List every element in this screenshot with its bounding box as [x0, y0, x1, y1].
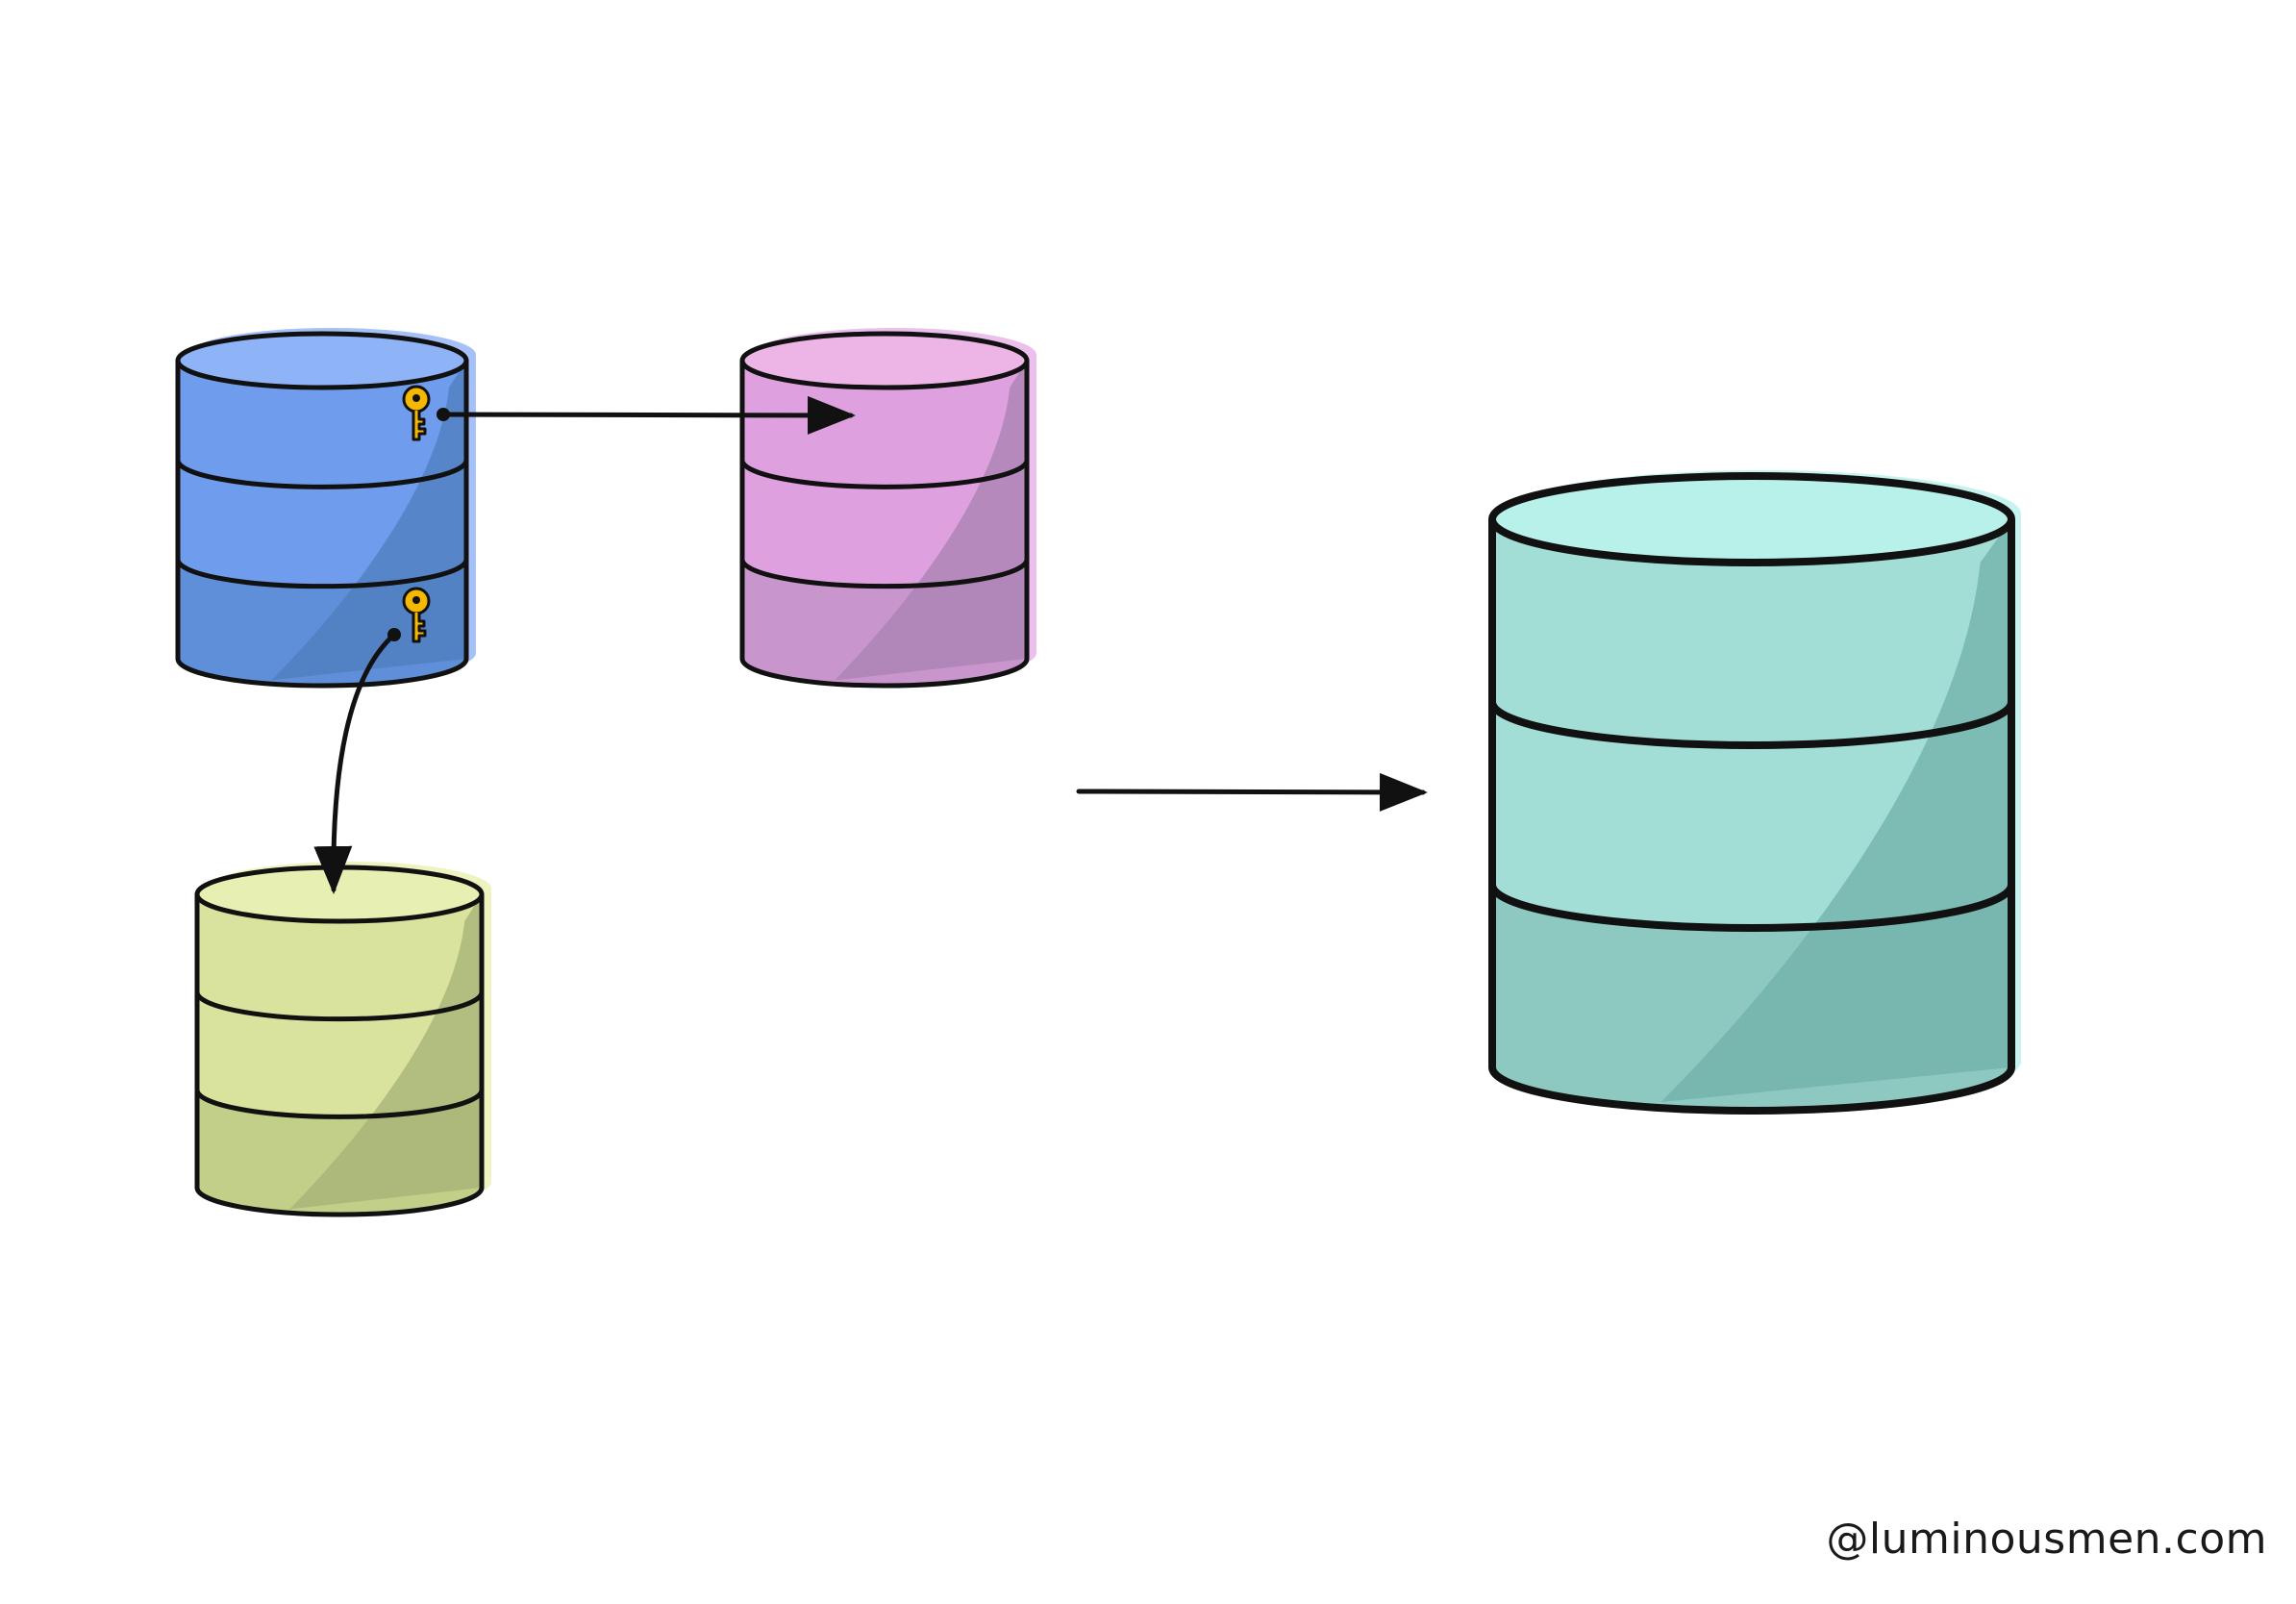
cylinder-band-line-1 — [175, 459, 469, 489]
cylinder-band-line-1 — [739, 459, 1030, 489]
cylinder-band-line-1 — [1488, 701, 2015, 749]
arrow-line — [440, 395, 856, 435]
cylinder-band-line-2 — [739, 559, 1030, 589]
teal-database-cylinder — [1488, 470, 2021, 1115]
cylinder-outline — [1488, 519, 2015, 1115]
arrow-line — [313, 632, 397, 894]
cylinder-top — [175, 331, 469, 390]
cylinder-band-line-2 — [175, 559, 469, 589]
cylinder-shading — [289, 894, 482, 1210]
cylinder-top — [739, 331, 1030, 390]
cylinder-shading — [835, 361, 1027, 681]
arrow-origin-dot — [387, 628, 401, 641]
cylinder-band-line-1 — [194, 991, 485, 1022]
cylinder-shading — [1660, 519, 2011, 1102]
cylinder-outline — [194, 894, 485, 1217]
merge-arrow — [1076, 772, 1428, 812]
arrow-origin-dot — [437, 408, 450, 421]
fk-arrow-blue-to-purple — [437, 395, 856, 435]
watermark-text: @luminousmen.com — [1826, 1515, 2267, 1564]
green-database-cylinder — [194, 862, 491, 1217]
cylinder-top — [194, 865, 485, 924]
cylinder-top — [1488, 472, 2015, 566]
key-icon — [402, 587, 431, 643]
fk-arrow-blue-to-green — [313, 628, 401, 894]
cylinder-band-line-2 — [1488, 884, 2015, 932]
cylinder-outline — [175, 361, 469, 689]
cylinder-outline — [739, 361, 1030, 689]
purple-database-cylinder — [739, 328, 1036, 689]
arrow-line — [1076, 772, 1428, 812]
cylinder-band-line-2 — [194, 1089, 485, 1119]
key-icon — [402, 385, 431, 441]
blue-database-cylinder — [175, 328, 476, 689]
